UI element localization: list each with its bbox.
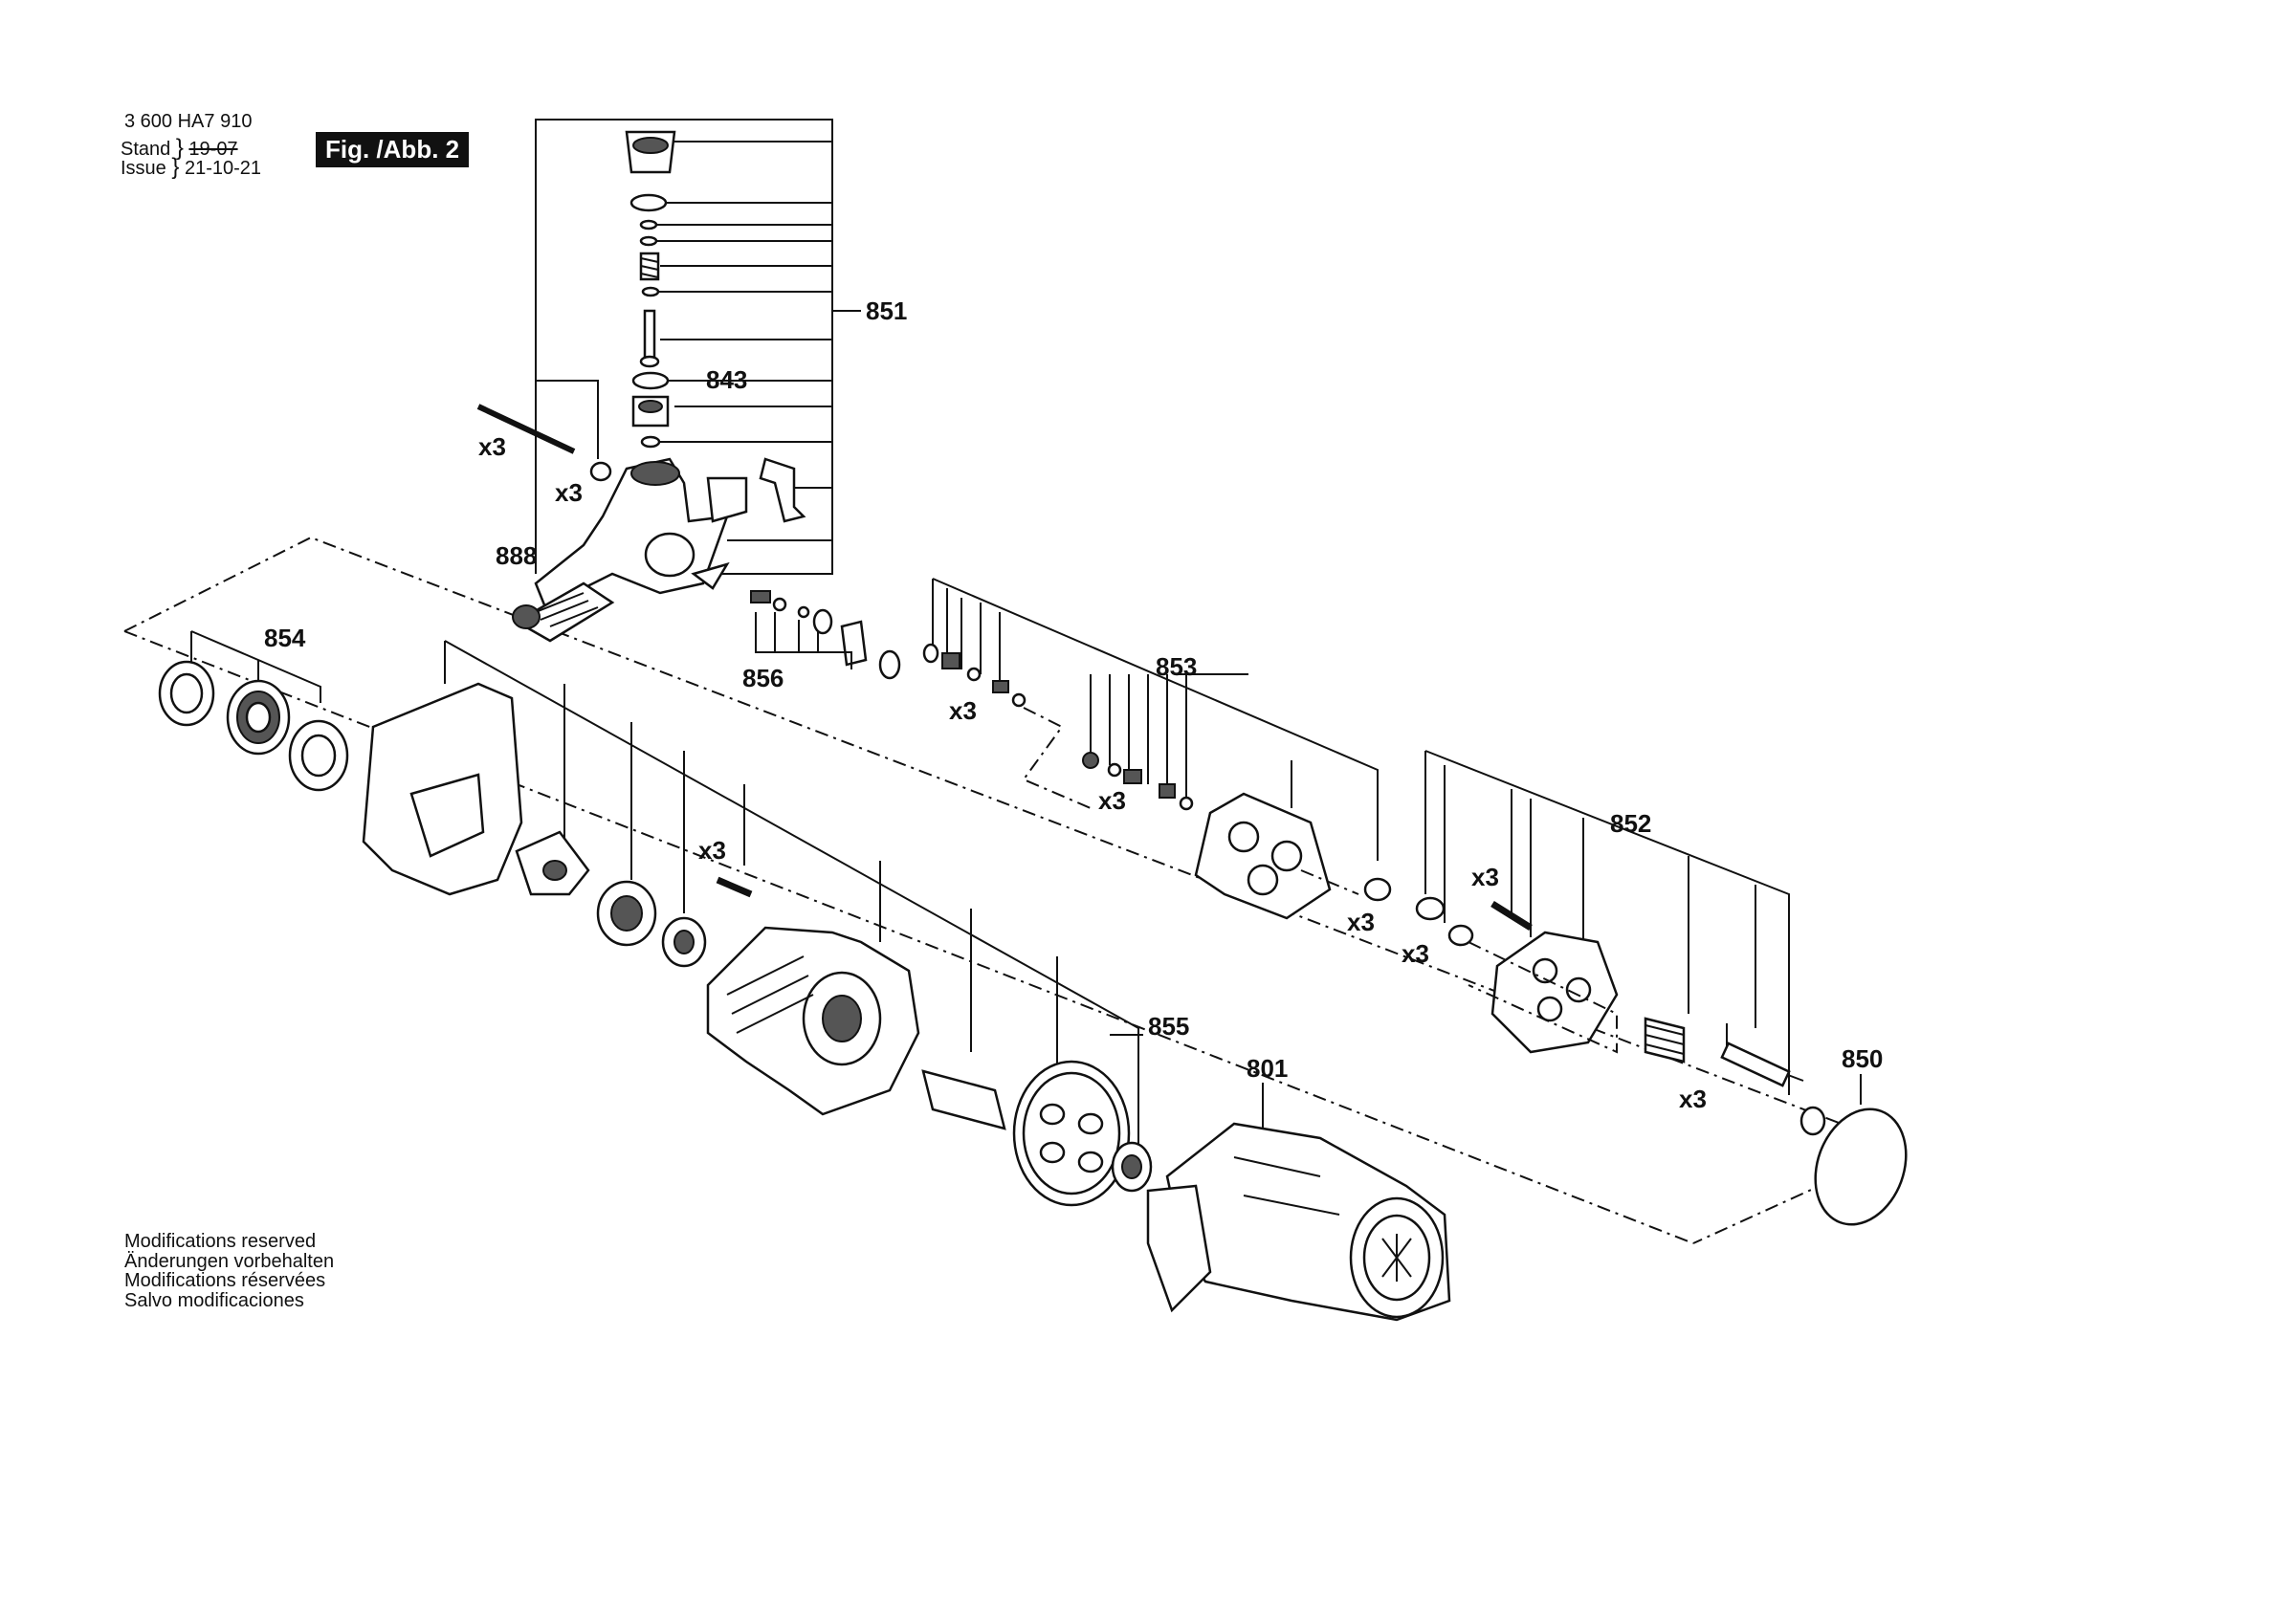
issue-row: Issue } 21-10-21 xyxy=(121,154,262,180)
seal-ring xyxy=(878,649,901,680)
note-es: Salvo modificaciones xyxy=(124,1289,304,1311)
issue-label: Issue xyxy=(121,158,166,179)
valve-spring-small xyxy=(941,652,960,669)
brace-icon: } xyxy=(171,154,180,180)
piston-rod xyxy=(1720,1042,1791,1087)
callout-856: 856 xyxy=(742,664,784,692)
check-valve-group xyxy=(750,590,901,680)
quantity-mark: x3 xyxy=(1402,939,1429,968)
figure-label: Fig. /Abb. 2 xyxy=(316,132,470,167)
callout-851: 851 xyxy=(866,296,907,325)
valve-block xyxy=(1194,792,1332,920)
gear-housing-group xyxy=(362,640,1153,1207)
quantity-mark: x3 xyxy=(555,478,583,507)
quantity-mark: x3 xyxy=(1679,1085,1707,1113)
washer-843 xyxy=(631,371,670,390)
quantity-mark: x3 xyxy=(1098,786,1126,815)
quantity-mark: x3 xyxy=(1471,863,1499,891)
issue-value: 21-10-21 xyxy=(184,158,262,179)
part-number: 3 600 HA7 910 xyxy=(124,111,253,132)
callout-801: 801 xyxy=(1247,1054,1288,1083)
stand-row: Stand } 19-07 xyxy=(121,135,238,161)
seal-853 xyxy=(1363,877,1392,902)
callout-855: 855 xyxy=(1148,1012,1189,1041)
callout-843: 843 xyxy=(706,365,747,394)
valve-pin xyxy=(643,309,656,361)
quantity-mark: x3 xyxy=(1347,908,1375,936)
callout-888: 888 xyxy=(496,541,537,570)
housing-screw xyxy=(716,876,753,898)
note-de: Änderungen vorbehalten xyxy=(124,1250,335,1272)
bolt-washer xyxy=(589,461,612,482)
inlet-filter-888 xyxy=(514,581,615,643)
retaining-clip xyxy=(759,457,806,523)
bearing-group-854 xyxy=(158,630,349,792)
pump-valve-block-group xyxy=(922,578,1392,920)
drive-shaft xyxy=(921,1069,1006,1130)
cap-screw xyxy=(1490,901,1533,931)
stand-label: Stand xyxy=(121,139,171,160)
note-en: Modifications reserved xyxy=(124,1231,317,1252)
modification-notes: Modifications reserved Änderungen vorbeh… xyxy=(124,1232,334,1310)
callout-852: 852 xyxy=(1610,809,1651,838)
o-ring-850 xyxy=(1814,1108,1908,1226)
long-bolt xyxy=(476,404,576,454)
valve-head-group xyxy=(476,119,861,643)
inlet-strainer xyxy=(512,604,541,629)
o-ring xyxy=(629,193,668,212)
callout-854: 854 xyxy=(264,624,306,652)
small-spring xyxy=(750,590,771,603)
motor-801 xyxy=(1146,1083,1451,1322)
stand-value: 19-07 xyxy=(188,139,238,160)
callout-850: 850 xyxy=(1842,1044,1883,1073)
brace-icon: } xyxy=(175,135,184,161)
quantity-mark: x3 xyxy=(949,696,977,725)
quantity-mark: x3 xyxy=(478,432,506,461)
note-fr: Modifications réservées xyxy=(124,1270,326,1291)
seal-852 xyxy=(1415,896,1446,921)
check-valve-body xyxy=(840,620,868,667)
quantity-mark: x3 xyxy=(698,836,726,865)
callout-853: 853 xyxy=(1156,652,1197,681)
piston-group xyxy=(1415,750,1826,1136)
swash-plate xyxy=(1490,931,1619,1054)
